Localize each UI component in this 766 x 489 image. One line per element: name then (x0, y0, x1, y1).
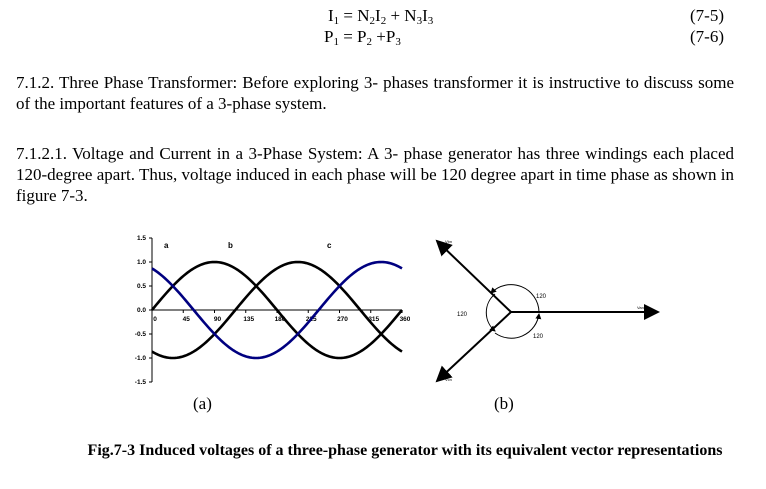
paragraph-voltage-current: 7.1.2.1. Voltage and Current in a 3-Phas… (16, 144, 734, 205)
x-tick-label: 45 (183, 316, 191, 323)
y-tick-label: 0.5 (137, 283, 146, 290)
wave-label-a: a (164, 241, 169, 250)
x-tick-label: 270 (337, 316, 348, 323)
y-tick-label: -1.5 (135, 379, 147, 386)
x-tick-label: 360 (400, 316, 410, 323)
series-b (151, 260, 403, 360)
x-tick-label: 135 (243, 316, 254, 323)
series-c (151, 260, 403, 360)
equation-number-7-5: (7-5) (690, 6, 724, 25)
label-vbn: Vbn (445, 239, 452, 244)
vector-vcn (435, 311, 512, 383)
x-tick-label: 180 (275, 316, 286, 323)
equation-7-5: I1 = N2I2 + N3I3 (328, 6, 434, 27)
label-angle-1: 120 (536, 294, 547, 300)
paragraph-three-phase-transformer: 7.1.2. Three Phase Transformer: Before e… (16, 73, 734, 113)
y-tick-label: 1.5 (137, 235, 146, 242)
vector-vbn (435, 239, 512, 313)
x-tick-label: 0 (153, 316, 157, 323)
y-tick-label: 0.0 (137, 307, 146, 314)
equation-7-6: P1 = P2 +P3 (324, 27, 401, 48)
angle-arc-left (485, 293, 496, 332)
angle-arc-bottom (494, 313, 542, 339)
y-tick-label: -1.0 (135, 355, 147, 362)
wave-label-b: b (228, 241, 233, 250)
phasor-vector-diagram: Vbn Van Vcn 120 120 120 (435, 239, 660, 383)
figure-caption: Fig.7-3 Induced voltages of a three-phas… (87, 442, 723, 459)
label-angle-2: 120 (457, 312, 468, 318)
equation-number-7-6: (7-6) (690, 27, 724, 46)
label-angle-3: 120 (533, 334, 544, 340)
label-vcn: Vcn (445, 377, 452, 382)
y-tick-label: 1.0 (137, 259, 146, 266)
y-tick-label: -0.5 (135, 331, 147, 338)
x-tick-label: 90 (214, 316, 222, 323)
angle-arc-top (490, 284, 540, 313)
subfigure-label-b: (b) (494, 394, 514, 413)
series-a (150, 260, 404, 360)
x-tick-label: 315 (368, 316, 379, 323)
wave-label-c: c (327, 241, 332, 250)
subfigure-label-a: (a) (193, 394, 212, 413)
label-van: Van (637, 305, 644, 310)
